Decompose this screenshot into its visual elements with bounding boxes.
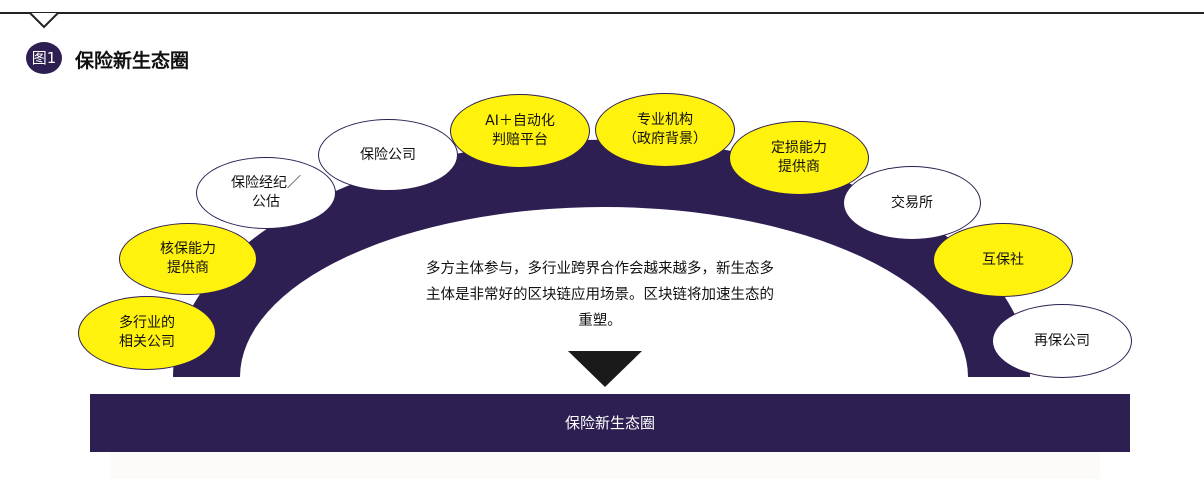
participant-broker: 保险经纪／ 公估	[196, 157, 336, 229]
participant-exchange: 交易所	[843, 166, 981, 240]
participant-government-agency: 专业机构 （政府背景）	[595, 93, 735, 167]
description-text: 多方主体参与，多行业跨界合作会越来越多，新生态多主体是非常好的区块链应用场景。区…	[426, 261, 774, 329]
participant-reinsurer: 再保公司	[992, 304, 1132, 378]
page-title: 保险新生态圈	[75, 50, 190, 72]
floor-shadow	[110, 452, 1100, 479]
top-divider	[0, 12, 1204, 14]
down-arrow-icon	[568, 351, 642, 387]
figure-badge: 图1	[26, 42, 62, 74]
participant-ai-claims-platform: AI＋自动化 判赔平台	[450, 94, 590, 168]
participant-loss-assessment-provider: 定损能力 提供商	[729, 121, 869, 195]
ecosystem-arch-inner	[240, 207, 968, 377]
participant-mutual-insurance: 互保社	[933, 223, 1073, 297]
ecosystem-bar: 保险新生态圈	[90, 394, 1130, 452]
participant-insurer: 保险公司	[318, 119, 458, 191]
participant-industry-companies: 多行业的 相关公司	[78, 296, 216, 370]
participant-underwriting-provider: 核保能力 提供商	[119, 223, 257, 295]
